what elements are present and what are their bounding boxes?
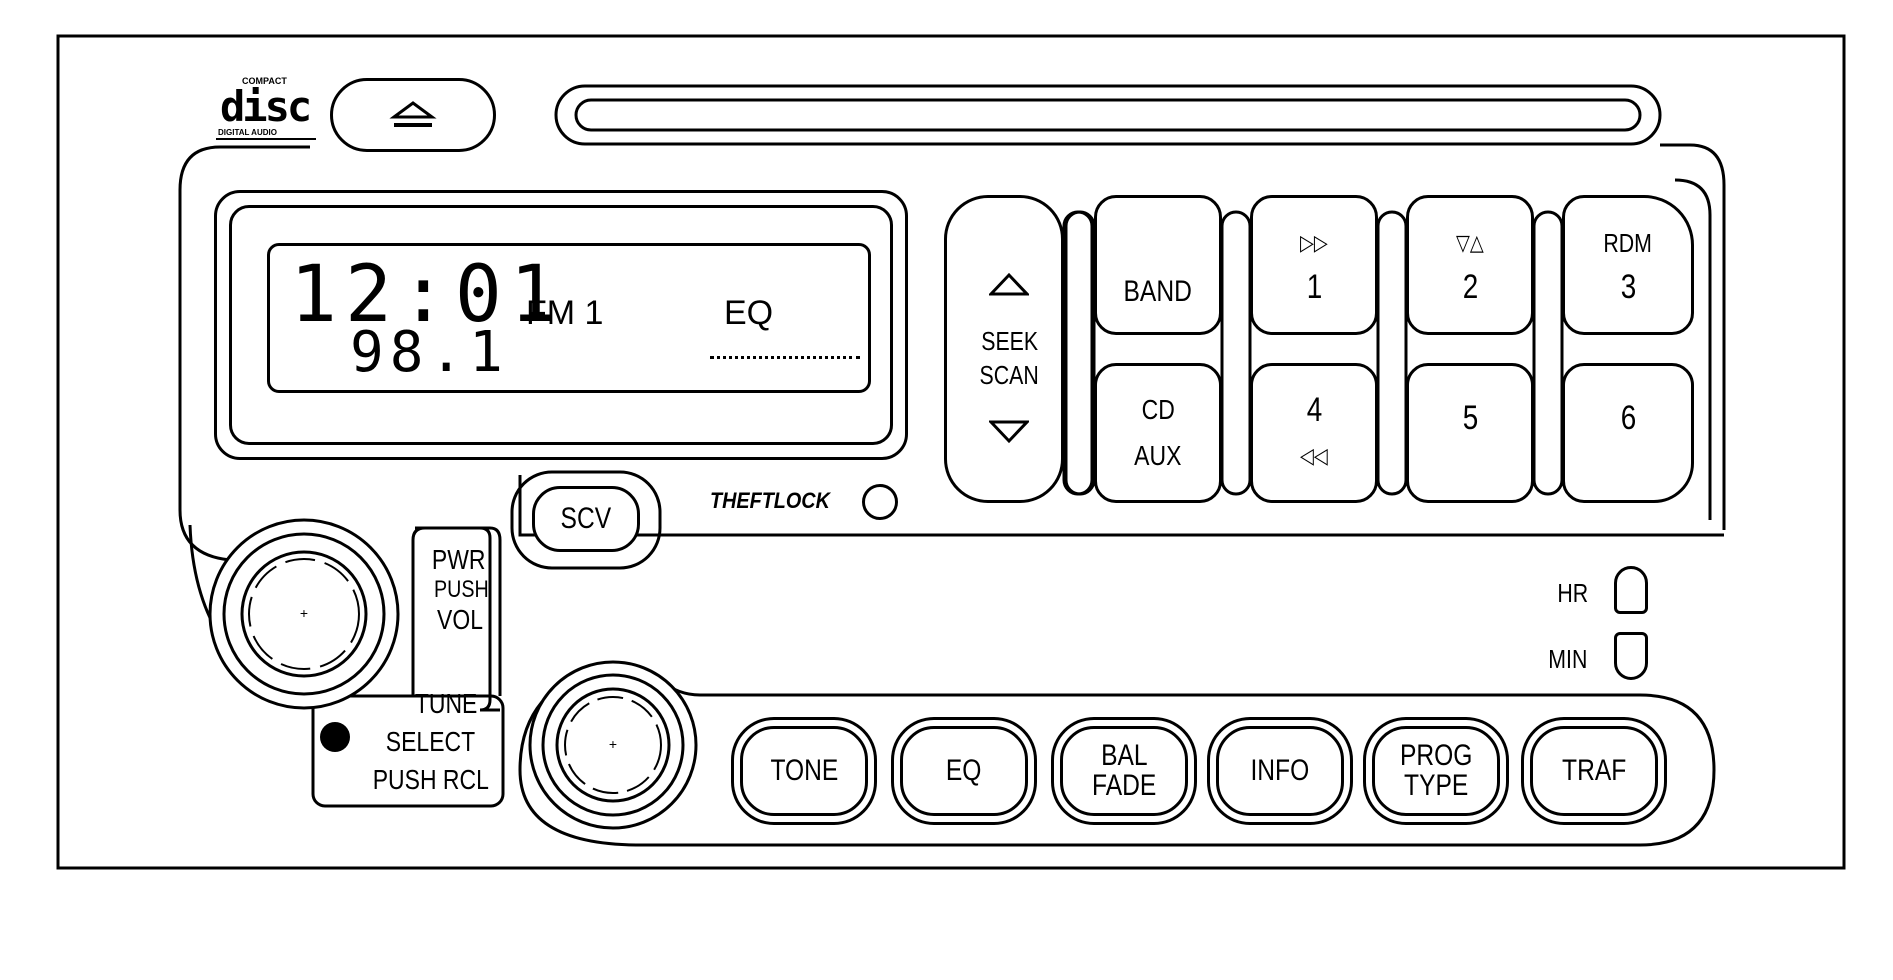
select-label: SELECT: [385, 726, 476, 757]
preset-5-button[interactable]: 5: [1406, 363, 1534, 503]
panel-contour-left: [178, 145, 310, 566]
cd-aux-button[interactable]: CD AUX: [1094, 363, 1222, 503]
compact-disc-logo: COMPACT disc DIGITAL AUDIO: [216, 76, 316, 140]
outer-frame: [56, 34, 1846, 870]
tone-button[interactable]: TONE: [740, 726, 868, 816]
preset-3-button[interactable]: RDM 3: [1562, 195, 1694, 335]
theftlock-led: [862, 484, 898, 520]
hr-label: HR: [1557, 578, 1589, 608]
scan-label: SCAN: [979, 360, 1039, 390]
triangle-down-icon[interactable]: [989, 420, 1029, 444]
panel-contour-right: [1660, 143, 1726, 530]
pwr-label: PWR: [431, 544, 486, 575]
theftlock-label: THEFTLOCK: [710, 488, 830, 513]
tune-label-box: [311, 694, 505, 808]
pwr-label-box: [411, 526, 502, 696]
indicator-dot: [320, 722, 350, 752]
vol-label: VOL: [437, 604, 483, 635]
logo-main-text: disc: [220, 82, 312, 131]
min-button[interactable]: [1614, 632, 1648, 680]
hr-button[interactable]: [1614, 566, 1648, 614]
volume-knob[interactable]: +: [208, 518, 400, 710]
min-label: MIN: [1548, 644, 1588, 674]
info-button[interactable]: INFO: [1216, 726, 1344, 816]
push-label: PUSH: [434, 576, 489, 603]
logo-top-text: COMPACT: [242, 76, 287, 86]
eject-button[interactable]: [330, 78, 496, 152]
traf-button[interactable]: TRAF: [1530, 726, 1658, 816]
lcd-screen: 12:01 98.1 FM 1 EQ: [267, 243, 871, 393]
seek-scan-rocker[interactable]: SEEK SCAN: [944, 195, 1064, 503]
repeat-icon: ▽△: [1456, 230, 1484, 255]
cd-slot-inner: [574, 98, 1642, 132]
svg-text:+: +: [609, 736, 617, 752]
band-button[interactable]: BAND: [1094, 195, 1222, 335]
lcd-eq: EQ: [724, 294, 774, 332]
tune-knob[interactable]: +: [528, 660, 698, 830]
logo-bottom-text: DIGITAL AUDIO: [218, 128, 277, 137]
lcd-band: FM 1: [526, 294, 604, 332]
lcd-clock: 12:01: [290, 250, 565, 340]
scv-button[interactable]: SCV: [532, 486, 640, 552]
cd-slot-outer: [554, 84, 1662, 146]
eq-button[interactable]: EQ: [900, 726, 1028, 816]
preset-6-button[interactable]: 6: [1562, 363, 1694, 503]
eject-icon: [389, 101, 437, 127]
preset-2-button[interactable]: ▽△ 2: [1406, 195, 1534, 335]
rewind-icon: ◁◁: [1300, 443, 1328, 468]
upper-panel-bottom-edge: [518, 475, 1724, 537]
lcd-eq-bars: [710, 356, 860, 359]
svg-text:+: +: [300, 605, 308, 621]
scv-pocket: [510, 470, 662, 570]
preset-1-button[interactable]: ▷▷ 1: [1250, 195, 1378, 335]
preset-4-button[interactable]: 4 ◁◁: [1250, 363, 1378, 503]
push-rcl-label: PUSH RCL: [372, 764, 489, 795]
lcd-frequency: 98.1: [350, 320, 509, 385]
fast-forward-icon: ▷▷: [1300, 230, 1328, 255]
seek-label: SEEK: [981, 326, 1039, 356]
display-bezel: 12:01 98.1 FM 1 EQ: [214, 190, 908, 460]
tune-label: TUNE: [414, 688, 478, 719]
triangle-up-icon[interactable]: [989, 272, 1029, 296]
